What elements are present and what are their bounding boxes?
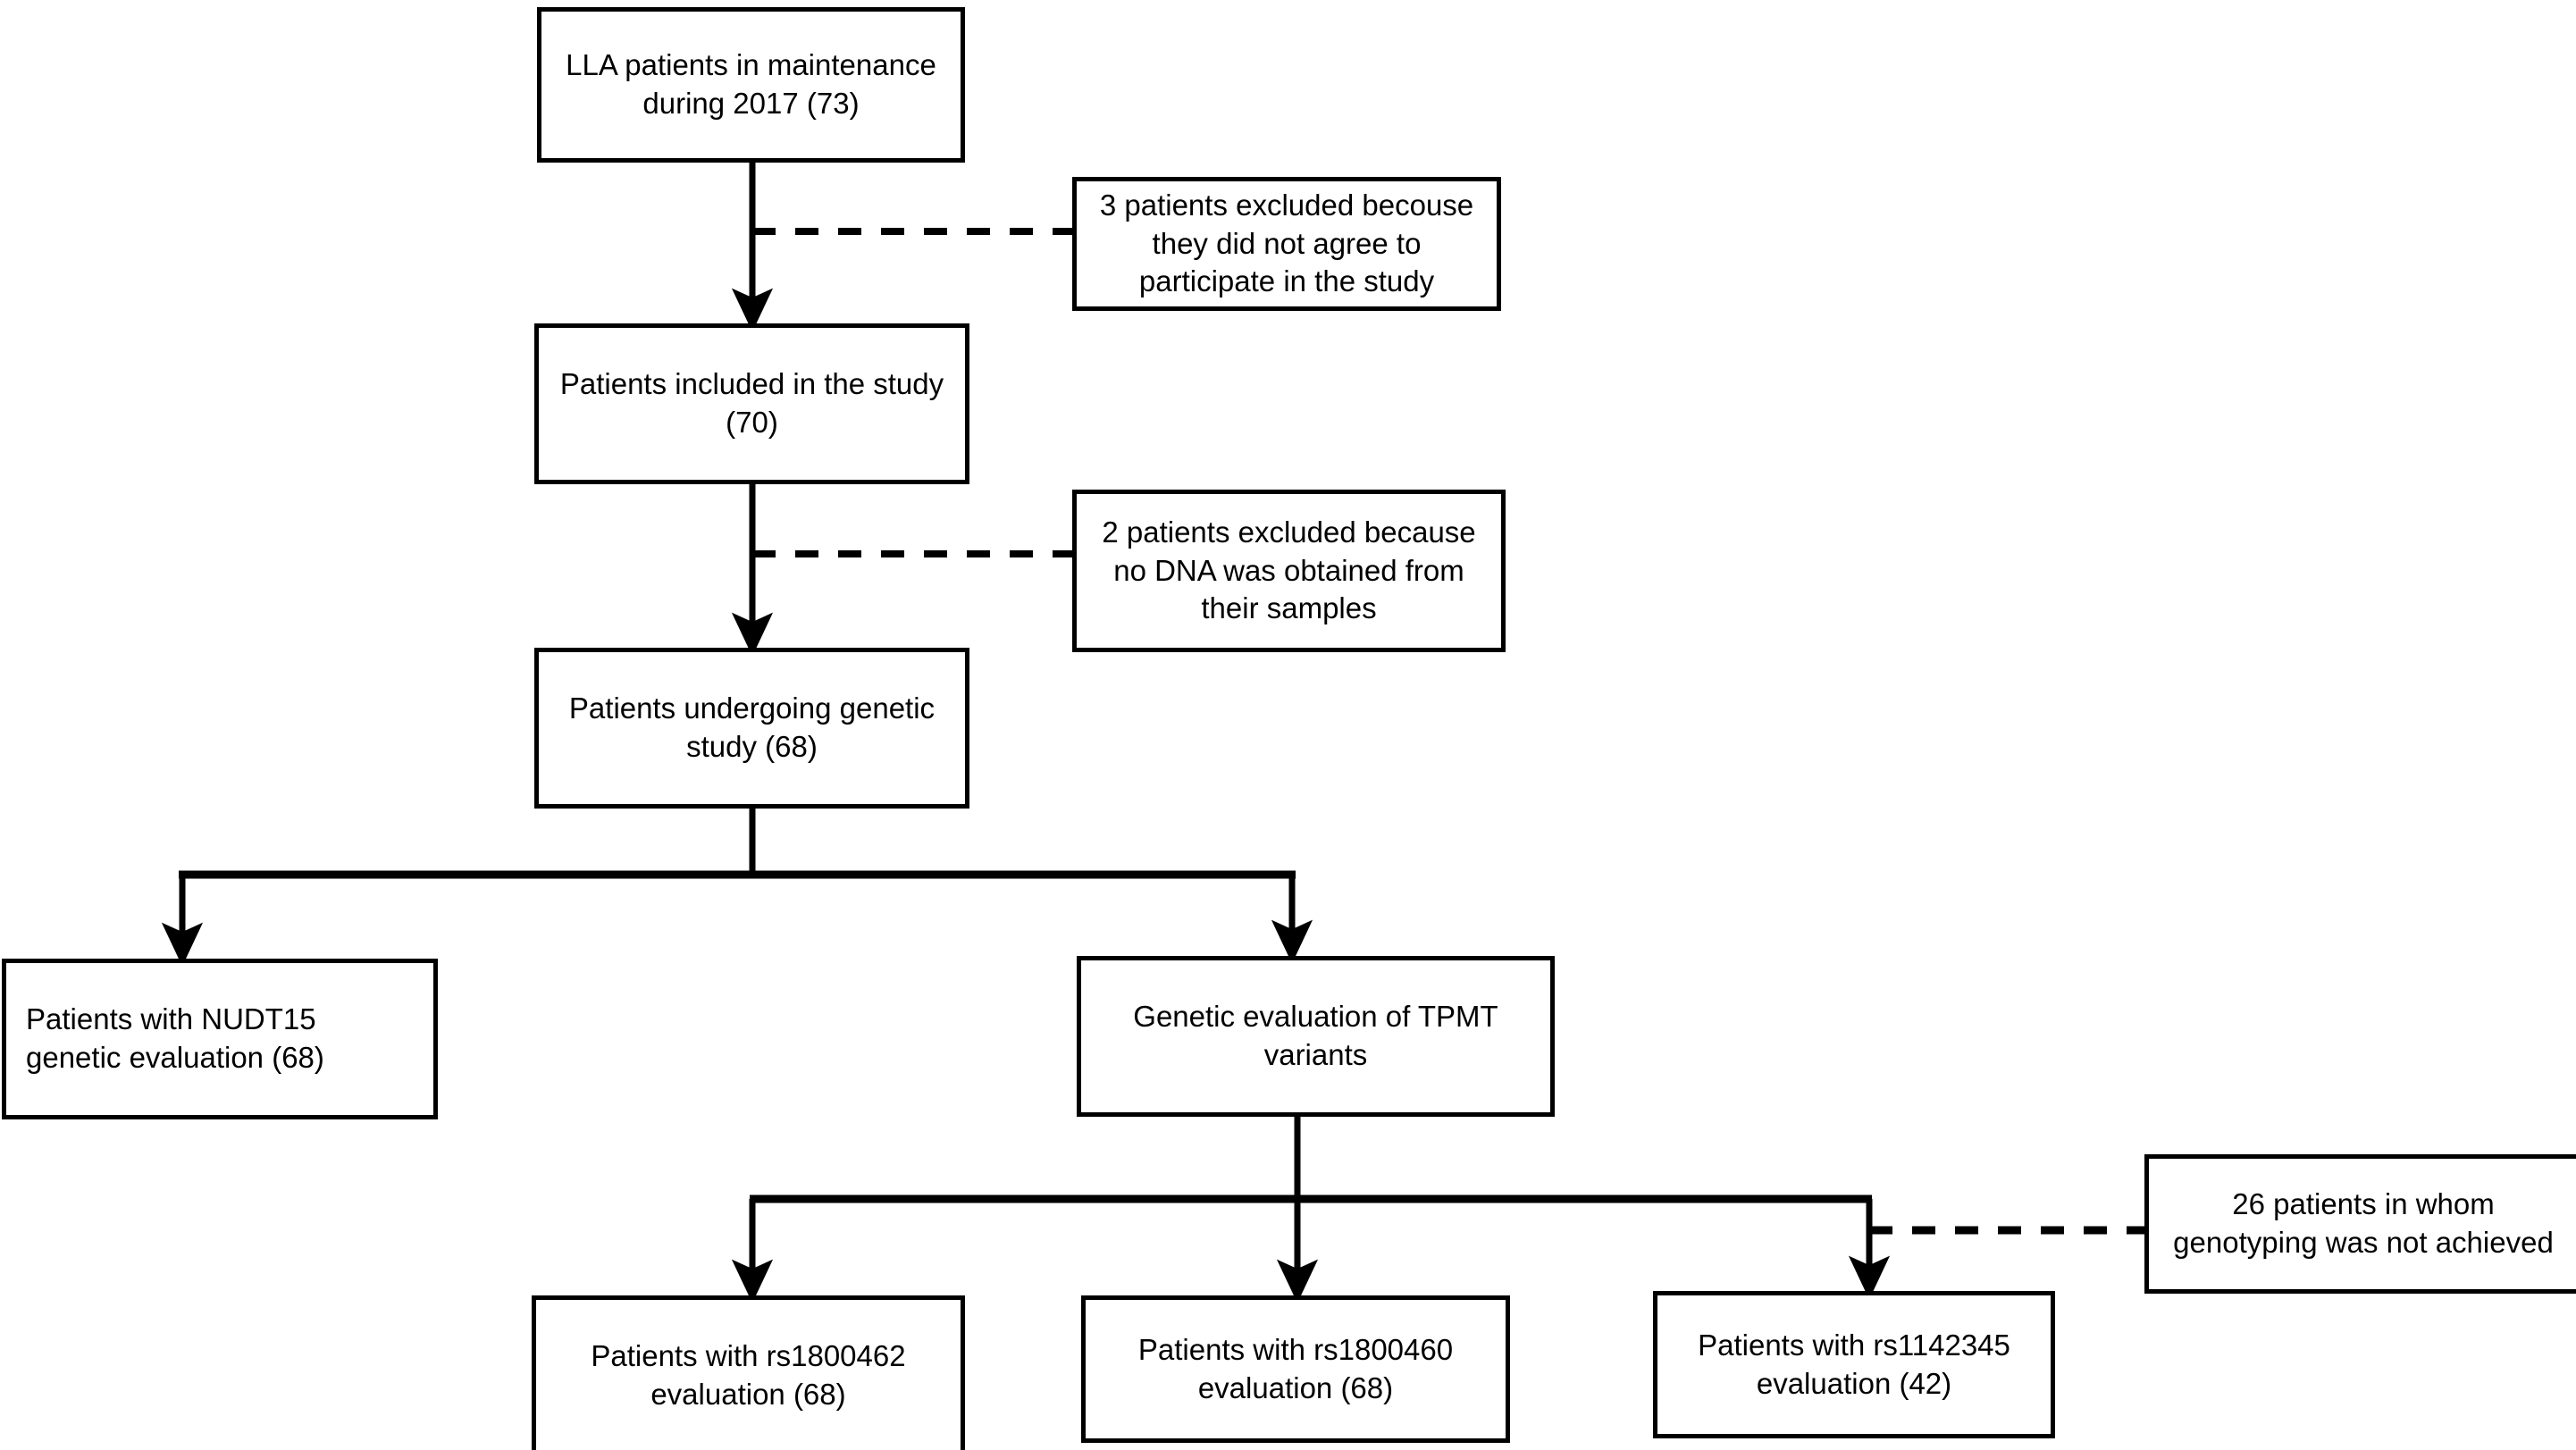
lla-patients-box: LLA patients in maintenance during 2017 …	[537, 7, 965, 163]
patients-genetic-study-box: Patients undergoing genetic study (68)	[534, 648, 969, 809]
genotyping-not-achieved-box: 26 patients in whom genotyping was not a…	[2144, 1154, 2576, 1294]
rs1800462-evaluation-box: Patients with rs1800462 evaluation (68)	[532, 1295, 965, 1450]
excluded-no-dna-box: 2 patients excluded because no DNA was o…	[1072, 490, 1506, 652]
excluded-no-consent-box: 3 patients excluded becouse they did not…	[1072, 177, 1501, 311]
nudt15-evaluation-box: Patients with NUDT15 genetic evaluation …	[2, 959, 438, 1119]
tpmt-evaluation-box: Genetic evaluation of TPMT variants	[1077, 956, 1555, 1117]
patients-included-box: Patients included in the study (70)	[534, 323, 969, 484]
rs1800460-evaluation-box: Patients with rs1800460 evaluation (68)	[1081, 1295, 1510, 1443]
rs1142345-evaluation-box: Patients with rs1142345 evaluation (42)	[1653, 1291, 2055, 1438]
